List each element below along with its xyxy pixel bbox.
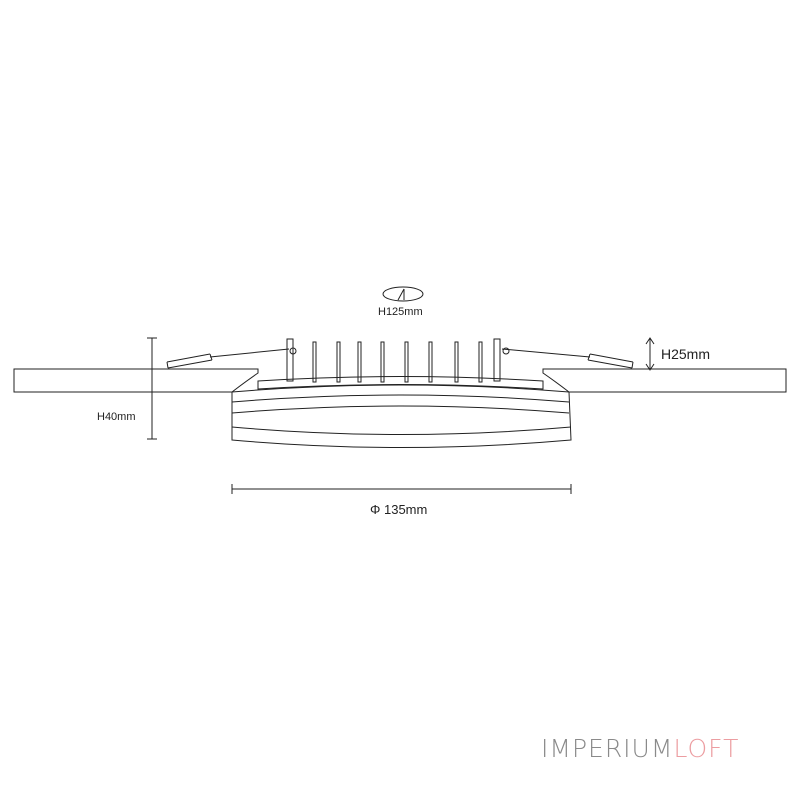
spring-height-dimension-line [645,337,655,371]
diameter-dimension-line [231,484,572,494]
spring-clip-left [166,338,297,382]
brand-wordmark-part1: IMPERIUM [541,734,674,763]
brand-wordmark: IMPERIUMLOFT [541,734,739,763]
fixture-band-2 [231,405,570,414]
fixture-band-1 [231,394,570,403]
ceiling-panel-left [13,368,259,393]
cutout-height-label: H125mm [378,306,423,318]
ceiling-panel-right [542,368,787,393]
hole-cutout-icon [382,286,424,302]
total-height-dimension-line [147,337,157,440]
diameter-label: Φ 135mm [370,502,428,517]
fixture-body [231,384,572,448]
fixture-band-3 [231,426,572,435]
fixture-top-ring [257,376,544,390]
spring-clip-right [493,338,634,382]
heat-sink-fins [312,341,483,383]
spring-height-label: H25mm [661,346,711,362]
brand-wordmark-part2: LOFT [673,734,740,763]
total-height-label: H40mm [97,411,136,423]
